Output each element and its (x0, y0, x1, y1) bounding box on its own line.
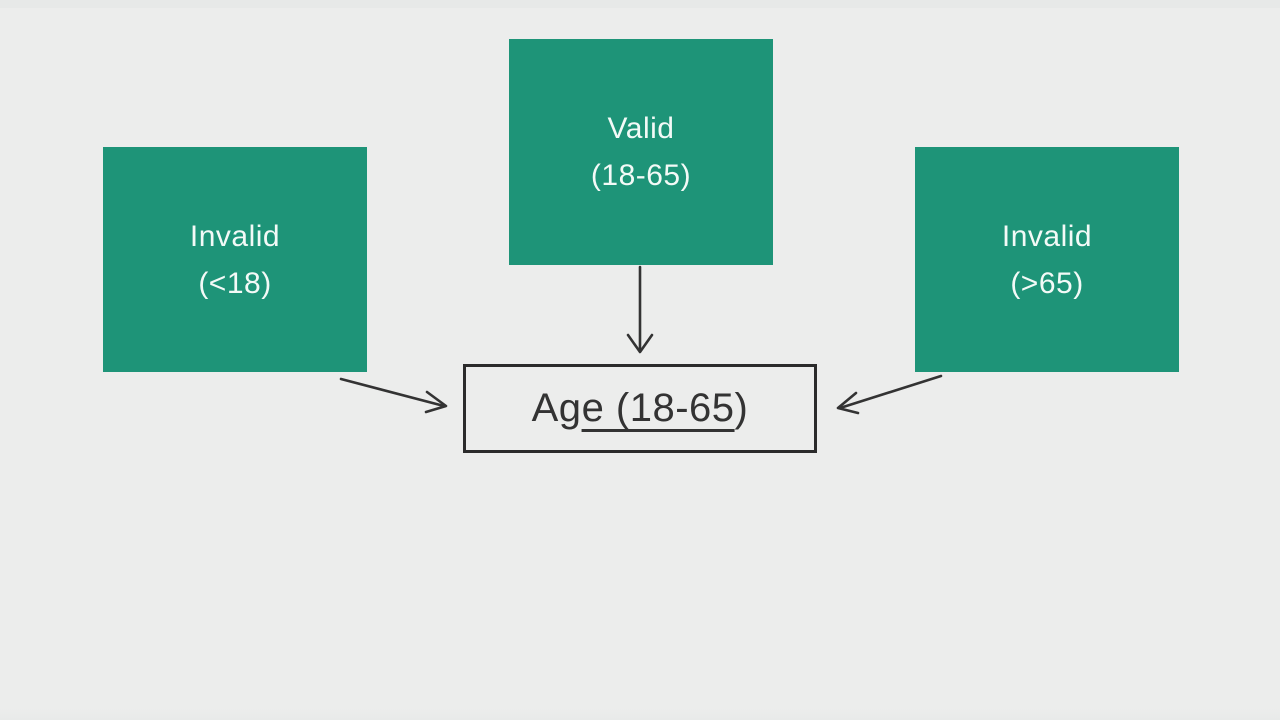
node-valid-18-65-line2: (18-65) (590, 159, 692, 192)
arrow-invalid-low-to-age (339, 377, 448, 414)
node-invalid-under-18-line1: Invalid (189, 219, 281, 253)
node-invalid-under-18: Invalid (<18) (103, 147, 367, 372)
bottom-edge-shade (0, 708, 1280, 720)
node-valid-18-65: Valid (18-65) (509, 39, 773, 265)
node-invalid-under-18-line2: (<18) (198, 266, 272, 300)
node-valid-18-65-line1: Valid (607, 112, 675, 145)
age-label-suffix: ) (734, 386, 749, 430)
arrow-invalid-high-to-age (836, 374, 943, 415)
top-edge-shade (0, 0, 1280, 8)
arrow-valid-to-age (626, 265, 654, 354)
node-invalid-over-65: Invalid (>65) (915, 147, 1179, 372)
age-label-underlined: e (18-65 (581, 386, 735, 430)
node-invalid-over-65-line1: Invalid (1001, 219, 1093, 253)
node-invalid-over-65-line2: (>65) (1010, 266, 1084, 300)
age-label-prefix: Ag (531, 386, 582, 430)
